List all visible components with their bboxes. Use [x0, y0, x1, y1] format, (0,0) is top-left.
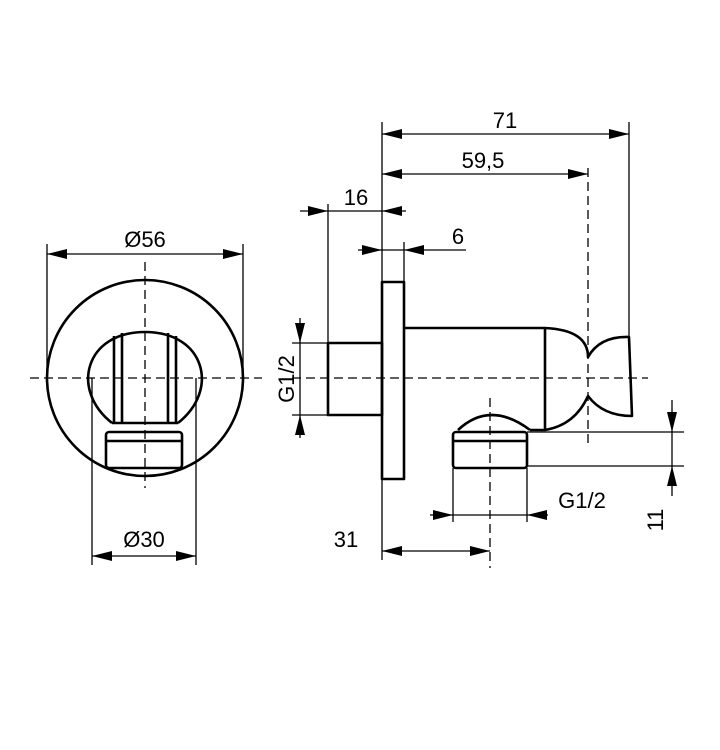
dim-16-arrow-left [308, 206, 328, 216]
dim-g12-outlet-arrow-right [527, 510, 547, 520]
dim-30-label: Ø30 [123, 527, 165, 552]
dim-11-arrow-top [667, 412, 677, 432]
dim-g12-inlet-arrow-top [295, 323, 305, 343]
front-outlet-nut [104, 430, 184, 470]
dim-71-label: 71 [493, 108, 517, 133]
front-view: Ø56 Ø30 [30, 227, 262, 565]
dim-6-arrow-right [404, 245, 424, 255]
dim-71-arrow-left [382, 129, 402, 139]
dim-g12-inlet-arrow-bottom [295, 415, 305, 435]
dim-16-label: 16 [344, 185, 368, 210]
dim-16-arrow-right [382, 206, 402, 216]
dim-11-label: 11 [643, 509, 668, 532]
dim-31-arrow-left [382, 546, 402, 556]
side-inlet-thread [326, 341, 384, 417]
dim-g12-outlet-arrow-left [433, 510, 453, 520]
dim-30-arrow-left [92, 551, 112, 561]
side-outlet-elbow [457, 413, 531, 432]
side-holder-body [404, 326, 634, 432]
dim-56-label: Ø56 [124, 227, 166, 252]
side-flange [380, 280, 406, 481]
dim-g12-inlet-label: G1/2 [274, 355, 299, 403]
dim-31-arrow-right [470, 546, 490, 556]
dim-71-arrow-right [609, 129, 629, 139]
dim-11-arrow-bottom [667, 466, 677, 486]
dim-31-label: 31 [334, 527, 358, 552]
dim-59-5-label: 59,5 [462, 148, 505, 173]
side-view: 71 59,5 16 6 G1/2 31 [274, 108, 684, 568]
dim-56-arrow-right [223, 249, 243, 259]
dim-30-arrow-right [176, 551, 196, 561]
dim-59-5-arrow-right [568, 169, 588, 179]
dim-56-arrow-left [47, 249, 67, 259]
dim-g12-outlet-label: G1/2 [558, 488, 606, 513]
dim-59-5-arrow-left [382, 169, 402, 179]
dim-6-label: 6 [452, 224, 464, 249]
dim-6-arrow-left [362, 245, 382, 255]
